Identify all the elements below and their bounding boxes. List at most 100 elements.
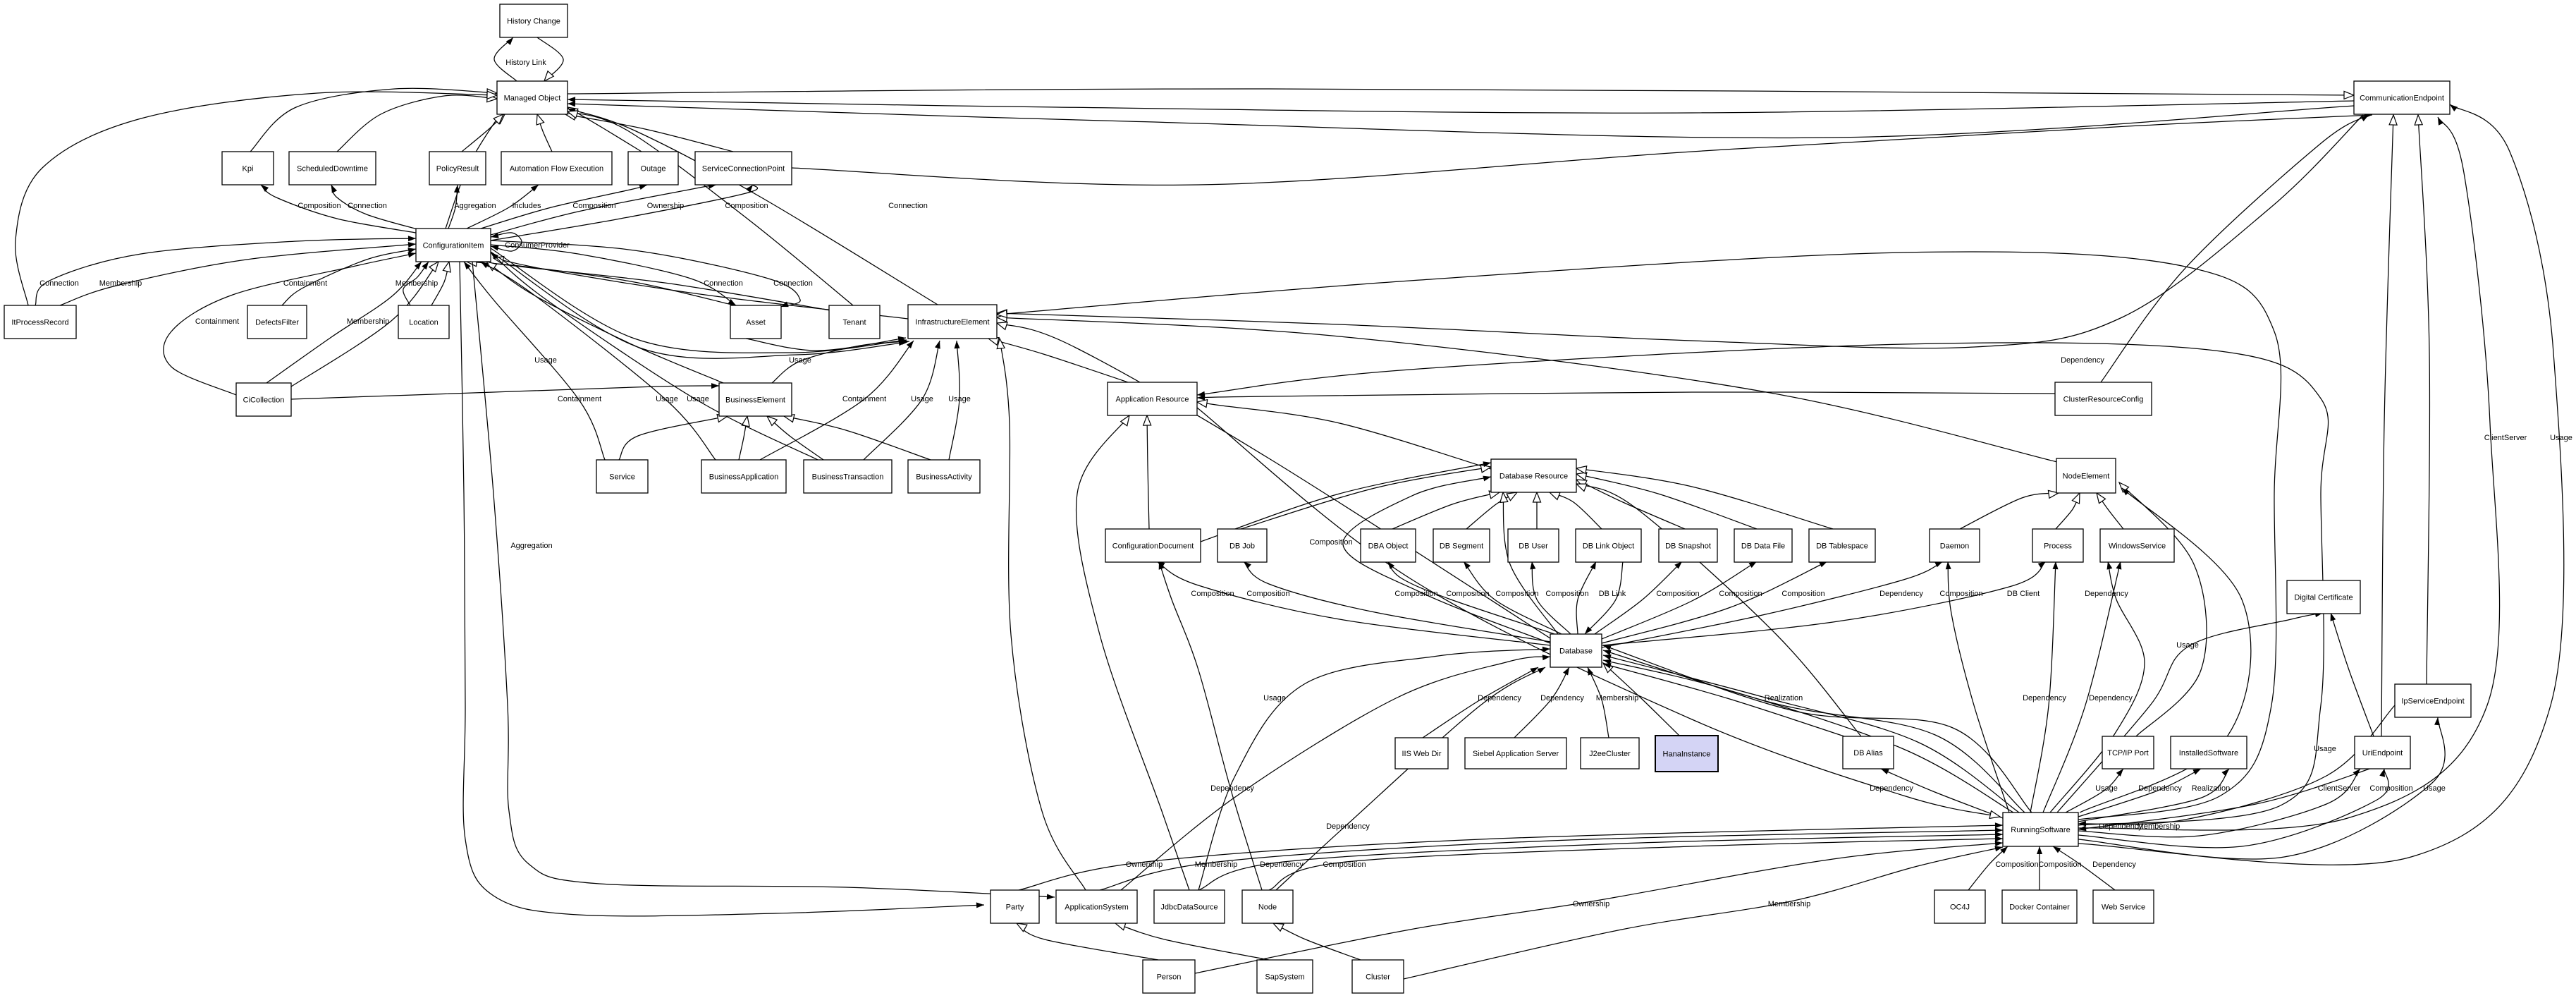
svg-text:OC4J: OC4J [1950, 903, 1970, 912]
svg-text:Composition: Composition [2038, 860, 2081, 869]
svg-text:ItProcessRecord: ItProcessRecord [11, 319, 68, 327]
svg-text:Composition: Composition [1446, 590, 1489, 598]
svg-text:Usage: Usage [2550, 434, 2572, 442]
svg-text:Location: Location [409, 319, 438, 327]
svg-text:CiCollection: CiCollection [243, 396, 285, 405]
svg-text:RunningSoftware: RunningSoftware [2011, 826, 2070, 834]
svg-text:Composition: Composition [298, 202, 341, 210]
svg-text:Dependency: Dependency [1326, 822, 1370, 831]
svg-text:Digital Certificate: Digital Certificate [2294, 594, 2353, 602]
svg-text:Dependency: Dependency [1210, 784, 1254, 793]
svg-text:BusinessActivity: BusinessActivity [916, 473, 972, 482]
svg-text:HanaInstance: HanaInstance [1663, 750, 1711, 759]
svg-text:J2eeCluster: J2eeCluster [1589, 750, 1631, 758]
svg-text:ApplicationSystem: ApplicationSystem [1065, 903, 1129, 912]
svg-text:DB Link Object: DB Link Object [1583, 542, 1634, 551]
svg-text:Managed Object: Managed Object [504, 95, 561, 103]
svg-text:Service: Service [609, 473, 635, 482]
svg-text:Dependency: Dependency [2089, 694, 2133, 702]
svg-text:WindowsService: WindowsService [2109, 542, 2166, 551]
svg-text:DB User: DB User [1519, 542, 1548, 551]
svg-text:Daemon: Daemon [1940, 542, 1970, 551]
svg-text:Application Resource: Application Resource [1116, 396, 1189, 404]
svg-text:Usage: Usage [656, 395, 678, 403]
svg-text:ClientServer: ClientServer [2484, 434, 2527, 442]
svg-text:ClusterResourceConfig: ClusterResourceConfig [2063, 396, 2144, 404]
svg-text:Asset: Asset [746, 319, 766, 327]
svg-text:Composition: Composition [1246, 590, 1289, 598]
svg-text:DB Segment: DB Segment [1440, 542, 1483, 551]
svg-text:Aggregation: Aggregation [510, 542, 552, 550]
svg-text:Docker Container: Docker Container [2009, 903, 2070, 912]
svg-text:InfrastructureElement: InfrastructureElement [915, 318, 989, 327]
svg-text:Usage: Usage [2095, 784, 2118, 793]
svg-text:Membership: Membership [347, 317, 390, 326]
svg-text:Connection: Connection [888, 202, 928, 210]
svg-text:Usage: Usage [534, 356, 557, 365]
svg-text:Cluster: Cluster [1366, 973, 1390, 982]
svg-text:DB Client: DB Client [2007, 590, 2040, 598]
svg-text:ConsumerProvider: ConsumerProvider [505, 241, 570, 250]
svg-text:Composition: Composition [1656, 590, 1699, 598]
svg-text:DB Link: DB Link [1599, 590, 1626, 598]
svg-text:Ownership: Ownership [647, 202, 685, 210]
svg-text:InstalledSoftware: InstalledSoftware [2179, 749, 2238, 757]
svg-text:Usage: Usage [2423, 784, 2446, 793]
svg-text:Composition: Composition [1323, 860, 1366, 869]
svg-text:Connection: Connection [39, 279, 79, 288]
svg-text:DefectsFilter: DefectsFilter [255, 319, 299, 327]
svg-text:BusinessTransaction: BusinessTransaction [812, 473, 884, 482]
svg-text:DB Job: DB Job [1229, 542, 1255, 551]
svg-text:History Change: History Change [507, 18, 560, 26]
svg-text:Containment: Containment [283, 279, 327, 288]
svg-text:DB Tablespace: DB Tablespace [1816, 542, 1868, 551]
svg-text:Usage: Usage [2176, 641, 2199, 650]
svg-text:ScheduledDowntime: ScheduledDowntime [297, 165, 368, 174]
svg-text:Containment: Containment [558, 395, 601, 403]
svg-text:History Link: History Link [505, 59, 546, 67]
svg-text:Person: Person [1157, 973, 1182, 982]
svg-text:Composition: Composition [2369, 784, 2412, 793]
svg-text:Connection: Connection [704, 279, 743, 288]
svg-text:Containment: Containment [842, 395, 886, 403]
svg-text:Composition: Composition [1394, 590, 1437, 598]
svg-text:NodeElement: NodeElement [2063, 473, 2110, 481]
svg-text:Siebel Application Server: Siebel Application Server [1473, 750, 1559, 758]
svg-text:Ownership: Ownership [1126, 860, 1163, 869]
svg-text:ConfigurationItem: ConfigurationItem [423, 242, 484, 250]
svg-text:Ownership: Ownership [1573, 900, 1610, 908]
svg-text:Usage: Usage [789, 356, 811, 365]
svg-text:UriEndpoint: UriEndpoint [2362, 749, 2403, 757]
svg-text:ServiceConnectionPoint: ServiceConnectionPoint [702, 165, 785, 174]
svg-text:Node: Node [1258, 903, 1277, 912]
svg-text:Aggregation: Aggregation [454, 202, 496, 210]
svg-text:Membership: Membership [1596, 694, 1639, 702]
svg-text:Dependency: Dependency [2092, 860, 2136, 869]
svg-text:Dependency: Dependency [1540, 694, 1584, 702]
svg-text:Composition: Composition [1191, 590, 1234, 598]
svg-text:Composition: Composition [1781, 590, 1824, 598]
svg-text:Tenant: Tenant [842, 319, 866, 327]
svg-text:Web Service: Web Service [2102, 903, 2145, 912]
svg-text:Membership: Membership [1768, 900, 1811, 908]
svg-text:JdbcDataSource: JdbcDataSource [1160, 903, 1218, 912]
svg-text:Usage: Usage [911, 395, 933, 403]
svg-text:CommunicationEndpoint: CommunicationEndpoint [2360, 95, 2444, 103]
svg-text:Database: Database [1559, 647, 1593, 656]
svg-text:Dependency: Dependency [1260, 860, 1304, 869]
svg-text:Dependency: Dependency [1879, 590, 1923, 598]
svg-text:Dependency: Dependency [2138, 784, 2182, 793]
svg-text:ClientServer: ClientServer [2318, 784, 2361, 793]
svg-text:Membership: Membership [395, 279, 438, 288]
svg-text:IIS Web Dir: IIS Web Dir [1402, 750, 1441, 758]
svg-text:Database Resource: Database Resource [1499, 473, 1568, 481]
svg-text:Automation Flow Execution: Automation Flow Execution [510, 165, 603, 174]
svg-text:Composition: Composition [1545, 590, 1588, 598]
svg-text:DB Snapshot: DB Snapshot [1665, 542, 1711, 551]
svg-text:Outage: Outage [640, 165, 666, 174]
svg-text:Composition: Composition [1995, 860, 2038, 869]
svg-text:Party: Party [1006, 903, 1024, 912]
svg-text:Composition: Composition [1309, 538, 1352, 547]
svg-text:Usage: Usage [2314, 745, 2336, 753]
svg-text:Containment: Containment [195, 317, 239, 326]
